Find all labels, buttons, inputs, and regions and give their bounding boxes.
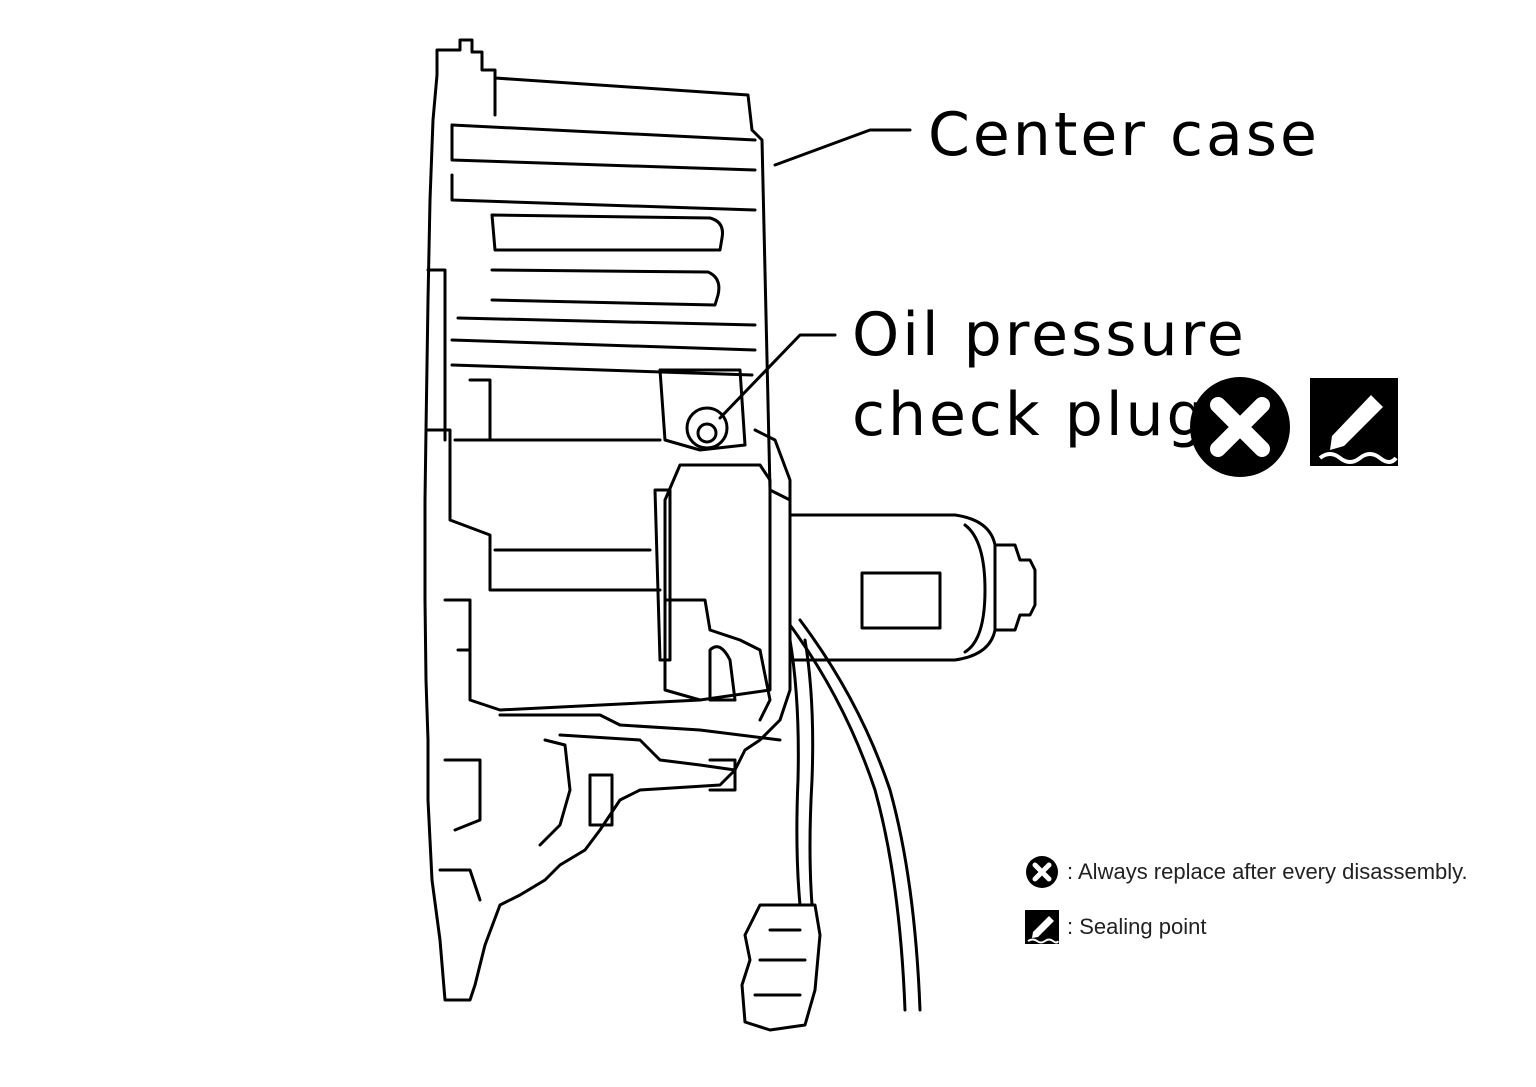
sealant-pen-icon — [1310, 378, 1398, 466]
oil-pressure-check-plug — [685, 406, 729, 450]
legend-replace: : Always replace after every disassembly… — [1025, 855, 1468, 889]
legend-sealing: : Sealing point — [1025, 910, 1206, 944]
sealant-pen-icon — [1025, 910, 1059, 944]
center-case-outline — [423, 38, 792, 1002]
actuator-motor — [788, 513, 997, 662]
harness-connector — [740, 903, 822, 1032]
legend-sealing-text: : Sealing point — [1067, 914, 1207, 939]
leader-center-case — [773, 128, 912, 167]
center-case-label: Center case — [928, 100, 1320, 170]
leader-oil-plug — [718, 333, 837, 420]
x-circle-icon — [1190, 377, 1290, 477]
oil-pressure-label-line2: check plug — [852, 380, 1208, 450]
oil-pressure-label-line1: Oil pressure — [852, 300, 1247, 370]
x-circle-icon — [1026, 856, 1058, 888]
wiring-harness — [788, 638, 802, 907]
legend-replace-text: : Always replace after every disassembly… — [1067, 859, 1468, 884]
